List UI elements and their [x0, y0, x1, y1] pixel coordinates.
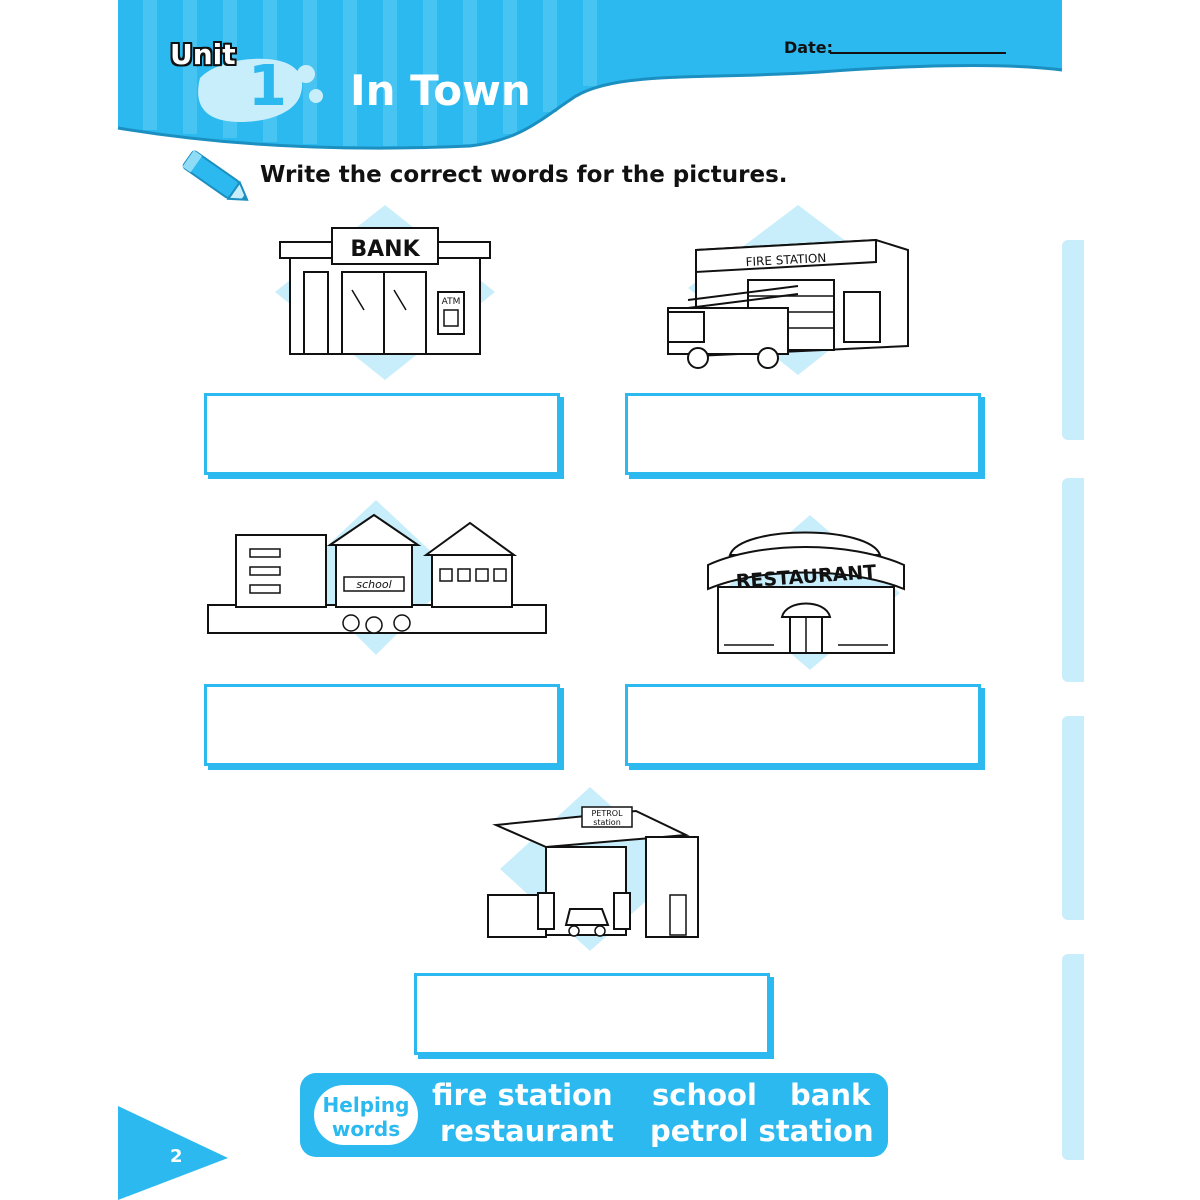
helping-label-line2: words — [331, 1117, 401, 1141]
page-title: In Town — [350, 66, 531, 115]
word-fire-station: fire station — [432, 1078, 613, 1112]
restaurant-picture: RESTAURANT — [707, 515, 905, 670]
date-label: Date: — [784, 38, 833, 57]
answer-box-petrol-station[interactable] — [414, 973, 770, 1055]
side-tab-3 — [1062, 716, 1084, 920]
bank-sign: BANK — [350, 237, 420, 262]
page-number: 2 — [170, 1146, 183, 1167]
petrol-station-picture: PETROL station — [487, 787, 699, 951]
instruction-text: Write the correct words for the pictures… — [260, 162, 788, 188]
unit-label: Unit — [170, 38, 236, 71]
header-banner — [117, 0, 1063, 150]
school-sign: school — [356, 578, 391, 591]
side-tab-2 — [1062, 478, 1084, 682]
side-tab-4 — [1062, 954, 1084, 1160]
petrol-sign-line2: station — [593, 818, 621, 827]
pencil-icon — [182, 150, 249, 201]
helping-words-panel: Helping words fire station school bank r… — [300, 1073, 888, 1157]
word-bank: bank — [790, 1078, 871, 1112]
fire-station-picture: FIRE STATION — [667, 205, 909, 375]
unit-number: 1 — [248, 54, 287, 119]
fire-station-sign: FIRE STATION — [745, 251, 826, 269]
atm-label: ATM — [442, 297, 461, 307]
word-school: school — [652, 1078, 757, 1112]
date-field[interactable] — [830, 52, 1006, 54]
answer-box-restaurant[interactable] — [625, 684, 981, 766]
word-petrol-station: petrol station — [650, 1114, 874, 1148]
word-restaurant: restaurant — [440, 1114, 614, 1148]
bank-picture: BANK ATM — [275, 205, 495, 380]
petrol-sign-line1: PETROL — [591, 809, 623, 818]
helping-words-badge: Helping words — [314, 1085, 418, 1145]
school-picture: school — [207, 500, 547, 655]
page-corner — [118, 1106, 228, 1200]
answer-box-bank[interactable] — [204, 393, 560, 475]
helping-label-line1: Helping — [322, 1093, 410, 1117]
answer-box-school[interactable] — [204, 684, 560, 766]
answer-box-fire-station[interactable] — [625, 393, 981, 475]
side-tab-1 — [1062, 240, 1084, 440]
